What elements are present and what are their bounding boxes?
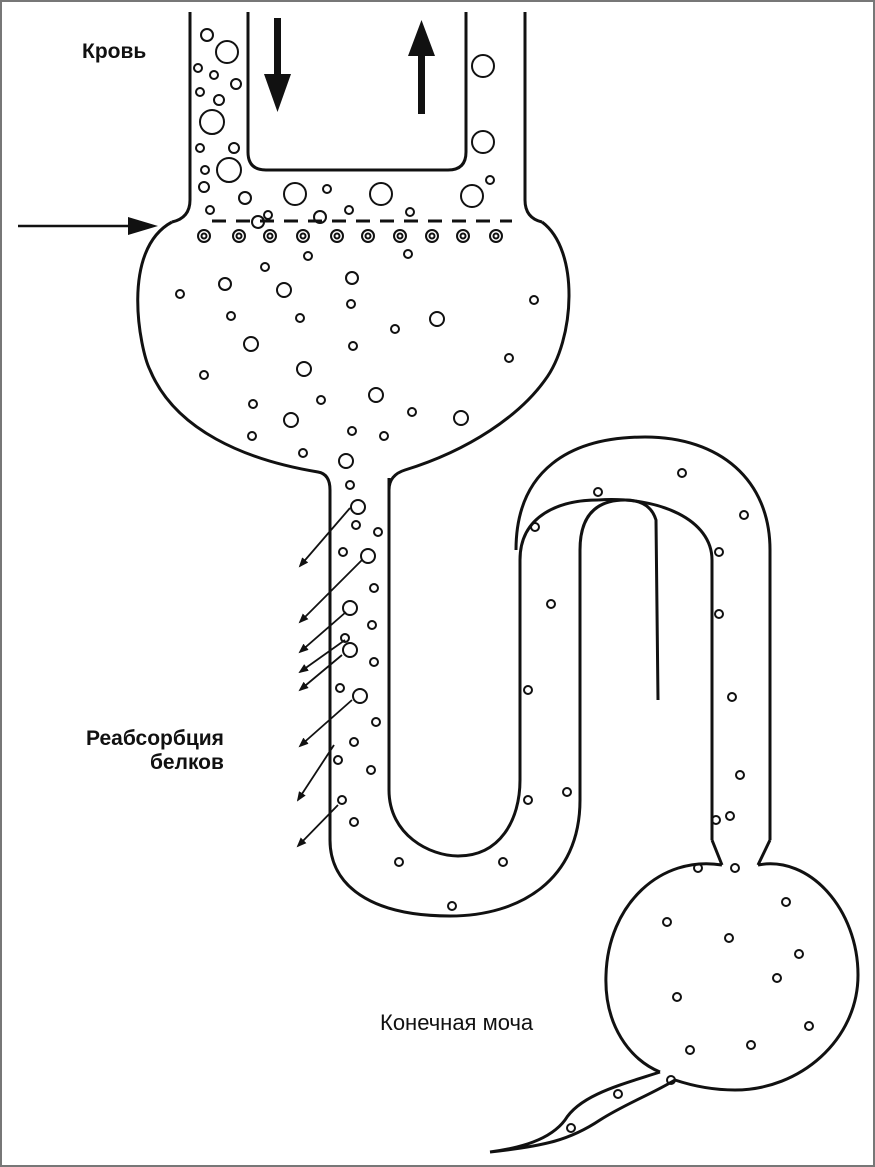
reabsorption-label-line1: Реабсорбция (86, 727, 224, 751)
reabsorption-label: Реабсорбция белков (86, 727, 224, 775)
tubule-loop-inner (389, 478, 598, 856)
tubule-loop-outer (516, 437, 770, 840)
bladder-outline (606, 840, 858, 1090)
blood-particles (194, 29, 494, 228)
capsule-outline-right (389, 222, 569, 490)
blood-label: Кровь (82, 40, 146, 64)
tubule-particles (334, 469, 748, 910)
reabsorption-label-line2: белков (86, 751, 224, 775)
capillary-outer-wall (172, 12, 190, 222)
final-urine-label: Конечная моча (380, 1011, 533, 1035)
filtered-particles-row (198, 230, 502, 242)
membrane-pointer-arrow (18, 217, 158, 235)
blood-outflow-arrow (408, 20, 435, 114)
urethra-outline (490, 1072, 675, 1152)
capillary-outer-wall-right (525, 12, 542, 222)
blood-inflow-arrow (264, 18, 291, 112)
